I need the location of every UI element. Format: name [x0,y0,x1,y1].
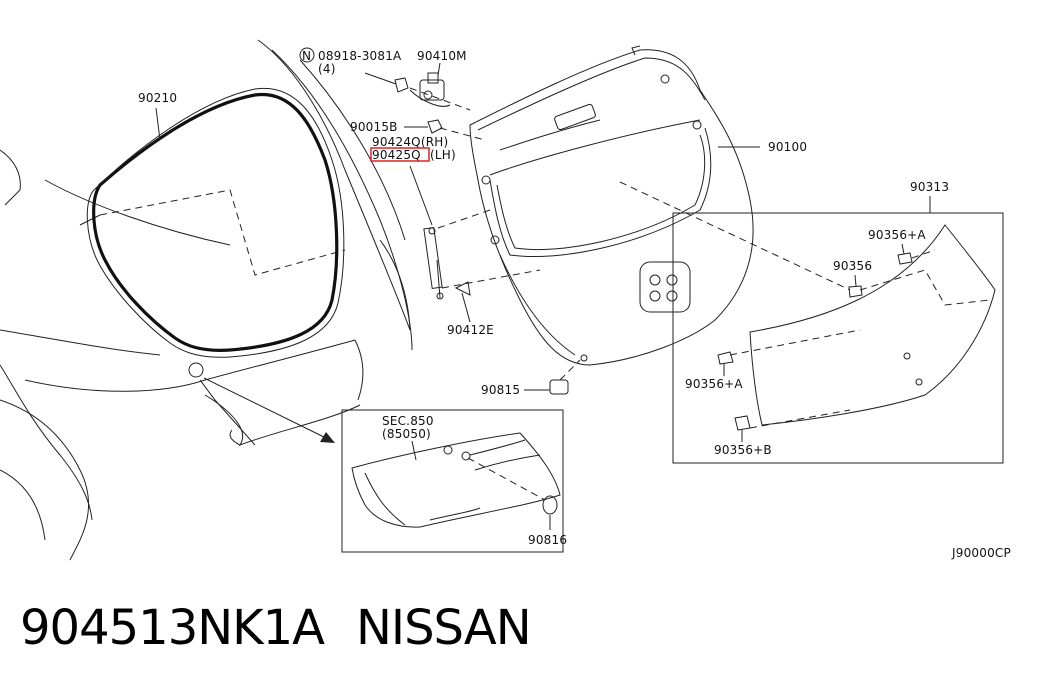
label-90815: 90815 [481,383,520,397]
label-90356: 90356 [833,259,872,273]
label-qty: (4) [318,62,336,76]
nut-n-symbol [299,47,315,63]
finisher-inset-box [672,212,1004,464]
car-body-outline [0,39,413,561]
label-90425q: 90425Q [372,148,421,162]
label-90410m: 90410M [417,49,467,63]
label-sec850: SEC.850 [382,414,434,428]
weatherstrip-seal [86,87,345,358]
bumper-stop [549,379,569,395]
finisher-panel [729,224,996,429]
detail-arrow [203,377,331,441]
label-90100: 90100 [768,140,807,154]
bumper-inset-box [341,409,564,553]
highlight-box [370,147,430,162]
label-90210: 90210 [138,91,177,105]
label-90424q: 90424Q(RH) [372,135,448,149]
rear-bumper [351,432,561,528]
clip-a-top [897,252,913,265]
arrow-head [320,432,335,443]
label-90356a-top: 90356+A [868,228,926,242]
label-90412e: 90412E [447,323,494,337]
label-90313: 90313 [910,180,949,194]
label-lh: (LH) [430,148,456,162]
label-08918: 08918-3081A [318,49,402,63]
diagram-code: J90000CP [951,546,1011,560]
label-90356b: 90356+B [714,443,772,457]
label-85050: (85050) [382,427,431,441]
gas-stay-strut [409,165,541,300]
label-90356a-bottom: 90356+A [685,377,743,391]
back-door-panel [469,45,851,366]
part-number: 904513NK1A [20,600,325,656]
hinge-assembly: N 08918-3081A 90410M (4) 90015B [299,47,486,141]
svg-text:N: N [302,49,311,63]
label-90816: 90816 [528,533,567,547]
ball-stud [454,281,471,296]
label-90015b: 90015B [350,120,398,134]
clip-a-bottom [717,351,734,365]
clip-b [734,415,751,431]
clip-mid [848,285,863,298]
brand-name: NISSAN [356,600,532,656]
